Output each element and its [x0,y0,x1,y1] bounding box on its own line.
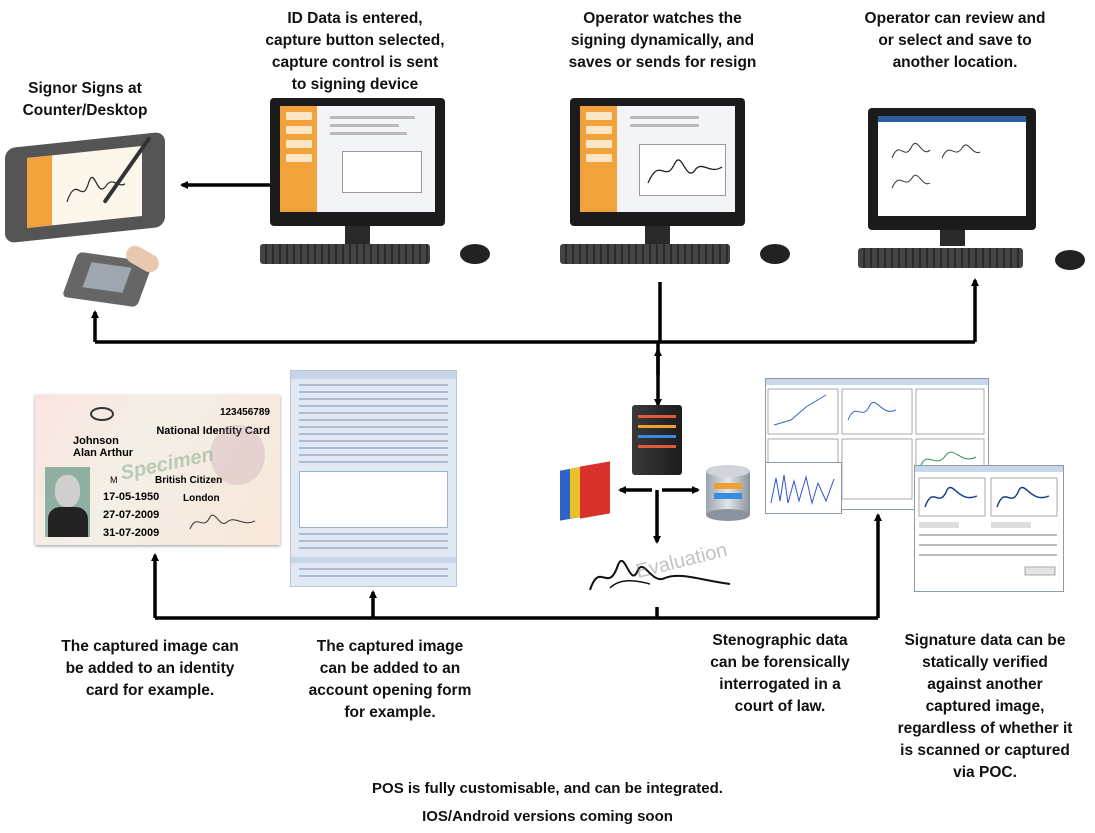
database-icon [706,465,750,521]
footer-line-2: IOS/Android versions coming soon [422,808,673,825]
caption-stenographic: Stenographic data can be forensically in… [710,632,850,715]
folders-icon [560,460,620,522]
signing-tablet [5,130,175,244]
id-photo [45,467,90,537]
verification-window [914,465,1064,592]
caption-signor: Signor Signs at Counter/Desktop [22,80,148,119]
caption-verification: Signature data can be statically verifie… [897,632,1073,781]
account-opening-form [290,370,457,587]
graph-window [765,462,842,514]
caption-operator-watch: Operator watches the signing dynamically… [568,10,757,71]
caption-id-data: ID Data is entered, capture button selec… [265,10,445,93]
caption-operator-review: Operator can review and or select and sa… [864,10,1046,71]
server-icon [632,405,682,475]
identity-card: 123456789 National Identity Card Johnson… [35,395,280,545]
footer-line-1: POS is fully customisable, and can be in… [372,780,723,797]
caption-id-card: The captured image can be added to an id… [61,638,239,699]
captured-signature: Evaluation [580,539,740,605]
signature-pad [61,242,165,310]
caption-account-form: The captured image can be added to an ac… [308,638,472,721]
